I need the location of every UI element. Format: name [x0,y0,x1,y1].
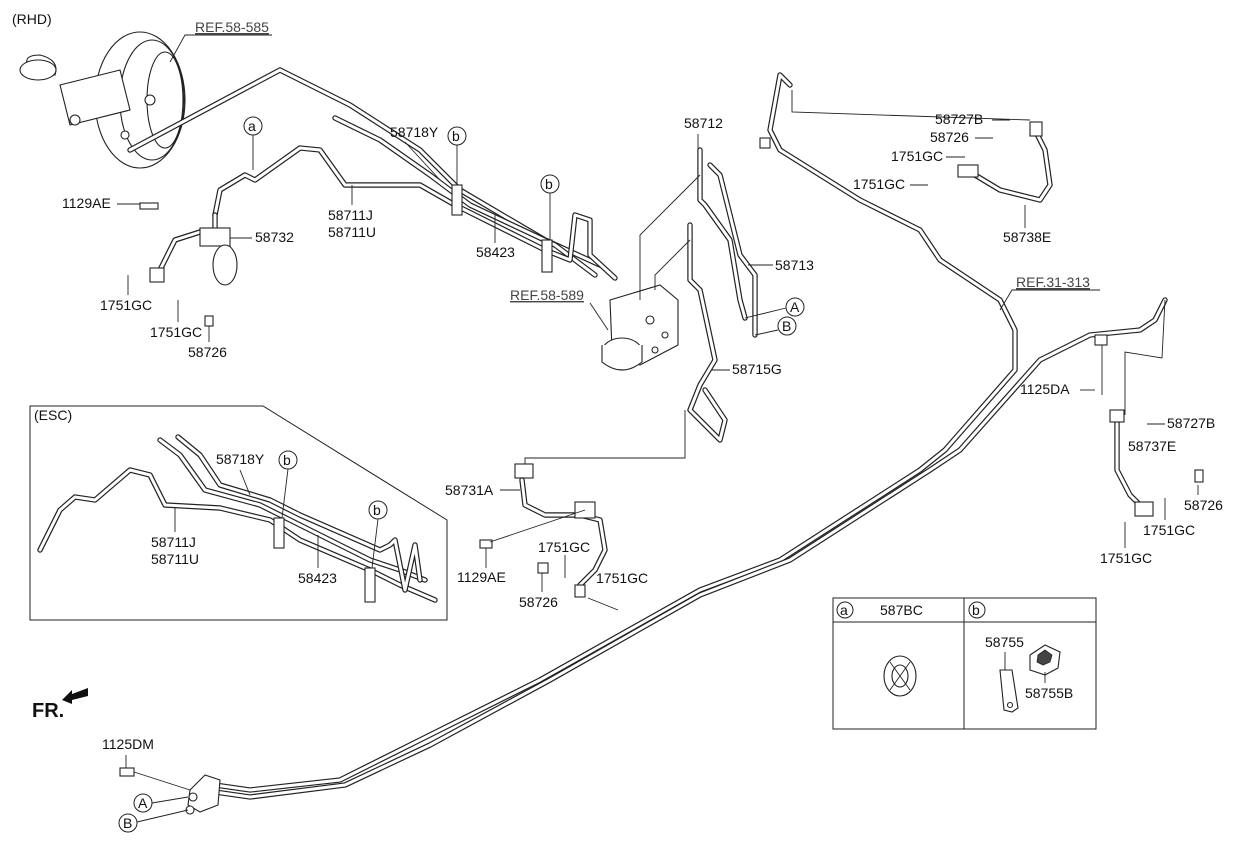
legend-a-key: a [840,602,848,618]
label-58715G: 58715G [732,361,782,377]
hose-58731A [479,463,608,598]
label-1129AE-mid: 1129AE [457,569,506,585]
callout-A-abs-text: A [790,299,800,315]
hose-58737E [1109,409,1204,517]
label-1751GC-top-1: 1751GC [891,148,943,164]
esc-inset-frame [29,405,448,621]
legend-b-key: b [972,602,980,618]
callout-B-abs-text: B [782,318,791,334]
callout-A-abs [785,297,805,317]
callout-b-lower-text: b [545,176,553,192]
clip-58755B-icon [1029,644,1061,676]
clip-58755-icon [999,669,1019,713]
label-1129AE-left: 1129AE [62,195,111,211]
ref-58-585-label: REF.58-585 [195,19,269,35]
ref-58-589-label: REF.58-589 [510,287,584,303]
label-1751GC-right-2: 1751GC [1100,550,1152,566]
legend-b-part1: 58755 [985,634,1024,650]
legend-table [832,597,1097,730]
label-58711J-esc: 58711J [151,534,196,550]
label-58423-esc: 58423 [298,570,337,586]
rear-junction-bracket [119,767,221,815]
label-58423: 58423 [476,244,515,260]
front-arrow-icon [62,688,88,704]
label-58727B-right: 58727B [1167,415,1215,431]
clip-58755-upper [451,184,463,216]
label-58718Y-esc: 58718Y [216,451,265,467]
esc-clip-lower [364,567,376,603]
legend-callout-a [836,601,854,619]
callout-b-upper-text: b [452,128,460,144]
label-58727B-top: 58727B [935,111,983,127]
callout-B-abs [777,316,797,336]
label-58712: 58712 [684,115,723,131]
label-1751GC-right-1: 1751GC [1143,522,1195,538]
label-58726-right: 58726 [1184,497,1223,513]
label-1751GC-mid-1: 1751GC [538,539,590,555]
callout-B-bottom-text: B [123,815,132,831]
esc-label: (ESC) [34,407,72,423]
hose-58738E [957,121,1053,203]
clip-58755-lower [541,239,553,273]
label-1751GC-left-2: 1751GC [150,324,202,340]
label-58726-left: 58726 [188,344,227,360]
label-1125DM: 1125DM [102,736,154,752]
grommet-587BC-icon [883,655,917,697]
front-direction-label: FR. [32,700,64,722]
label-58737E: 58737E [1128,438,1176,454]
front-left-hose-assembly [139,202,238,327]
rhd-label: (RHD) [12,11,52,27]
callout-a-text: a [248,118,256,134]
bracket-upper-right [759,137,771,149]
esc-callout-b-upper-text: b [283,452,291,468]
label-58726-mid: 58726 [519,594,558,610]
label-1751GC-left-1: 1751GC [100,297,152,313]
label-58731A: 58731A [445,482,494,498]
label-58711U-esc: 58711U [151,551,199,567]
callout-B-bottom [118,813,138,833]
ref-58-585-leader [169,34,272,63]
legend-callout-b [968,601,986,619]
legend-a-part: 587BC [880,602,923,618]
legend-b-part2: 58755B [1025,685,1073,701]
rear-right-upper-line [212,72,1168,800]
brake-booster [19,31,186,169]
label-58713: 58713 [775,257,814,273]
callout-A-bottom-text: A [138,795,148,811]
abs-hydraulic-unit [601,284,679,371]
lines-58712-58713 [687,147,758,443]
ref-31-313-label: REF.31-313 [1016,274,1090,290]
label-58732: 58732 [255,229,294,245]
label-1751GC-top-2: 1751GC [853,176,905,192]
label-58711J: 58711J [328,207,373,223]
label-58726-top: 58726 [930,129,969,145]
label-58738E: 58738E [1003,229,1051,245]
bracket-right [1094,334,1108,346]
label-1125DA: 1125DA [1020,381,1070,397]
esc-clip-upper [273,517,285,549]
label-58711U: 58711U [328,224,376,240]
label-58718Y: 58718Y [390,124,439,140]
label-1751GC-mid-2: 1751GC [596,570,648,586]
esc-callout-b-lower-text: b [373,502,381,518]
